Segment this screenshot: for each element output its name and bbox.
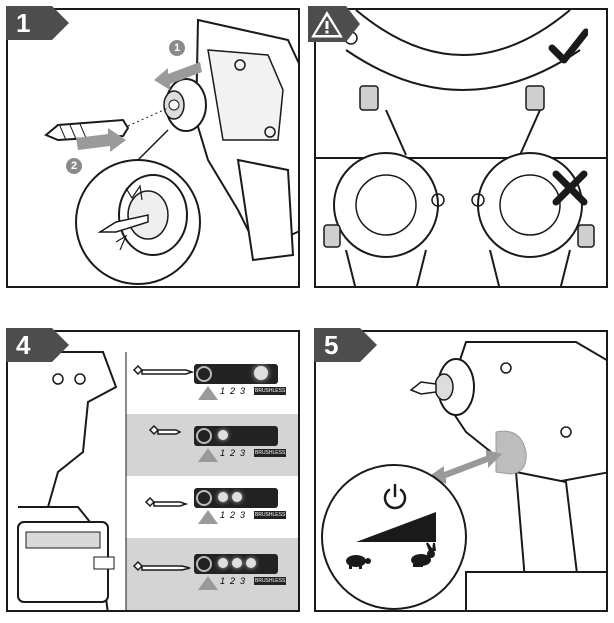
led-scale-1: 1: [220, 576, 226, 586]
led-light-2: [232, 492, 242, 502]
power-icon: [380, 482, 410, 512]
step-4-tab: 4: [6, 328, 69, 362]
step-1-number: 1: [16, 8, 31, 38]
panel-step-5: [314, 330, 608, 612]
pointer-arrow-icon: [198, 510, 218, 524]
led-scale-2: 2: [230, 510, 236, 520]
led-scale-3: 3: [240, 448, 246, 458]
step-5-number: 5: [324, 330, 339, 360]
led-scale-3: 3: [240, 576, 246, 586]
led-row-1: 1 2 3 BRUSHLESS: [194, 426, 287, 464]
power-button-icon: [196, 366, 212, 382]
callout-2: 2: [66, 158, 82, 174]
step-4-number: 4: [16, 330, 31, 360]
led-row-2: 1 2 3 BRUSHLESS: [194, 488, 287, 526]
warning-tab: [308, 6, 360, 42]
led-scale-3: 3: [240, 386, 246, 396]
drill-bit-insertion-illustration: [44, 18, 298, 285]
power-button-icon: [196, 490, 212, 506]
led-light-1: [218, 558, 228, 568]
led-light-3: [254, 366, 268, 380]
led-scale-2: 2: [230, 576, 236, 586]
rabbit-icon: [408, 542, 438, 570]
led-scale-3: 3: [240, 510, 246, 520]
led-scale-1: 1: [220, 448, 226, 458]
checkmark-icon: [548, 26, 588, 66]
panel-warning: [314, 8, 608, 288]
power-button-icon: [196, 428, 212, 444]
panel-step-1: 1 2: [6, 8, 300, 288]
pointer-arrow-icon: [198, 386, 218, 400]
led-scale-2: 2: [230, 386, 236, 396]
led-scale-2: 2: [230, 448, 236, 458]
led-scale-1: 1: [220, 386, 226, 396]
brushless-logo: BRUSHLESS: [254, 449, 287, 457]
chuck-alignment-illustration: [316, 10, 606, 286]
led-panel: [194, 426, 278, 446]
led-row-3: 1 2 3 BRUSHLESS: [194, 554, 287, 592]
led-light-1: [218, 492, 228, 502]
variable-speed-trigger-illustration: [321, 341, 606, 610]
led-scale-1: 1: [220, 510, 226, 520]
pointer-arrow-icon: [198, 448, 218, 462]
led-light-2: [232, 558, 242, 568]
step-1-tab: 1: [6, 6, 69, 40]
brushless-logo: BRUSHLESS: [254, 511, 287, 519]
callout-1: 1: [169, 40, 185, 56]
led-light-3: [246, 558, 256, 568]
panel-step-4: 1 2 3 BRUSHLESS 1 2 3 BRUSHLESS 1 2 3 BR…: [6, 330, 300, 612]
power-button-icon: [196, 556, 212, 572]
brushless-logo: BRUSHLESS: [254, 577, 287, 585]
brushless-logo: BRUSHLESS: [254, 387, 287, 395]
led-light-1: [218, 430, 228, 440]
speed-led-settings-illustration: [8, 351, 298, 610]
turtle-icon: [342, 550, 372, 570]
led-row-max: 1 2 3 BRUSHLESS: [194, 364, 287, 402]
step-5-tab: 5: [314, 328, 377, 362]
warning-triangle-icon: [311, 11, 343, 38]
pointer-arrow-icon: [198, 576, 218, 590]
cross-icon: [552, 170, 588, 206]
